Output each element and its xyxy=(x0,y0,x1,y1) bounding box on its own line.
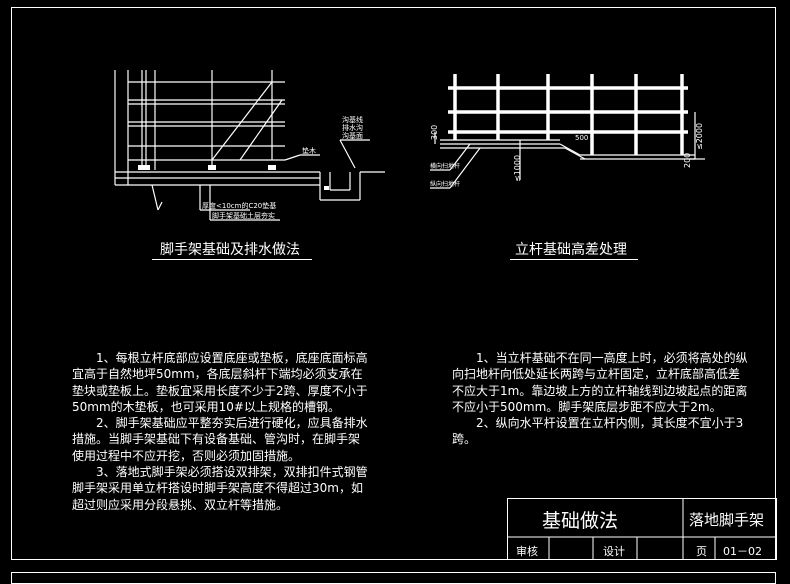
label-sweep-vertical: 纵向扫地杆 xyxy=(430,180,460,188)
label-drain-ditch: 排水沟 xyxy=(342,123,363,132)
note-right-2: 2、纵向水平杆设置在立杆内侧，其长度不宜小于3跨。 xyxy=(452,416,744,447)
label-ditch-line: 沟基线 xyxy=(342,115,363,124)
review-label: 审核 xyxy=(516,545,538,558)
pole-base-height-difference-figure: 300 500 ≤1000 200 ≤2000 横向扫地杆 纵向扫地杆 xyxy=(430,74,705,189)
title-block: 基础做法 落地脚手架 审核 设计 页 01－02 xyxy=(507,498,777,560)
drawing-frame xyxy=(11,7,776,560)
caption-underline xyxy=(510,259,638,260)
notes-right: 1、当立杆基础不在同一高度上时，必须将高处的纵向扫地杆向低处延长两跨与立杆固定，… xyxy=(452,350,748,448)
scaffold-foundation-drainage-figure: 垫木 沟基线 排水沟 沟基面 厚度<10cm的C20垫基 脚手架基础土层夯实 xyxy=(114,70,385,221)
figure-right-caption: 立杆基础高差处理 xyxy=(515,242,627,258)
dim-1000: ≤1000 xyxy=(513,155,522,182)
caption-underline xyxy=(152,259,312,260)
note-left-1: 1、每根立杆底部应设置底座或垫板，底座底面标高宜高于自然地坪50mm，各底层斜杆… xyxy=(72,351,368,414)
dim-2000: ≤2000 xyxy=(695,123,704,150)
design-label: 设计 xyxy=(603,545,625,558)
note-left-3: 3、落地式脚手架必须搭设双排架，双排扣件式钢管脚手架采用单立杆搭设时脚手架高度不… xyxy=(72,465,368,512)
dim-500: 500 xyxy=(575,134,588,142)
label-ditch-base: 沟基面 xyxy=(342,131,363,140)
label-soil: 脚手架基础土层夯实 xyxy=(212,211,275,220)
notes-left: 1、每根立杆底部应设置底座或垫板，底座底面标高宜高于自然地坪50mm，各底层斜杆… xyxy=(72,350,368,513)
page-number: 01－02 xyxy=(723,545,762,558)
label-bed: 垫木 xyxy=(302,146,316,155)
label-concrete: 厚度<10cm的C20垫基 xyxy=(202,201,276,210)
drawing-name: 基础做法 xyxy=(542,510,619,532)
next-sheet-frame xyxy=(11,572,776,584)
dim-200: 200 xyxy=(683,153,692,168)
label-sweep-horizontal: 横向扫地杆 xyxy=(430,162,460,170)
page-label: 页 xyxy=(696,545,707,558)
project-name: 落地脚手架 xyxy=(689,511,765,529)
dim-300: 300 xyxy=(430,125,439,140)
note-right-1: 1、当立杆基础不在同一高度上时，必须将高处的纵向扫地杆向低处延长两跨与立杆固定，… xyxy=(452,351,748,414)
figure-left-caption: 脚手架基础及排水做法 xyxy=(160,242,300,258)
note-left-2: 2、脚手架基础应平整夯实后进行硬化，应具备排水措施。当脚手架基础下有设备基础、管… xyxy=(72,416,368,463)
